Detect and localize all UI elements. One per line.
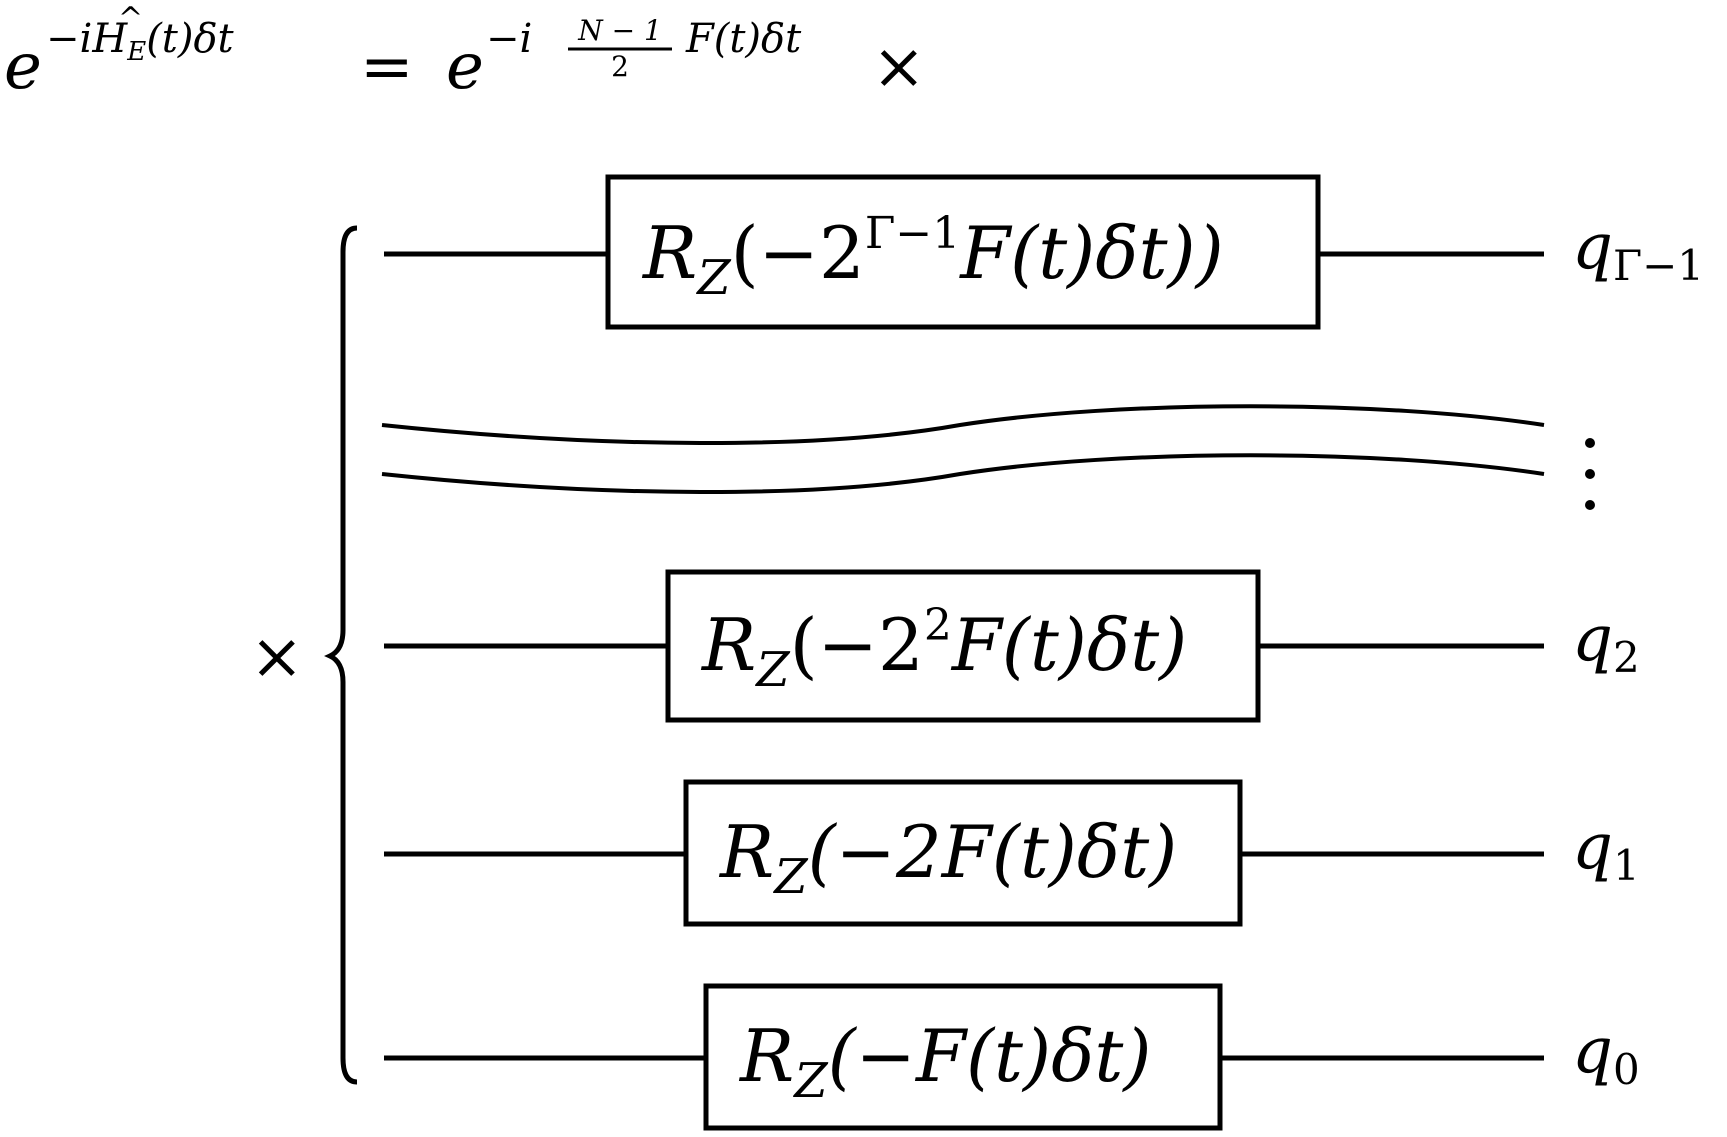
- gate-label: RZ(−2Γ−1F(t)δt)): [641, 208, 1224, 306]
- rhs-frac-den: 2: [611, 50, 629, 83]
- lhs-exp-H: H: [91, 16, 128, 62]
- ellipsis-dot: [1585, 500, 1595, 510]
- rhs-exp-prefix: −i: [486, 16, 532, 62]
- rhs-base: e: [446, 30, 484, 104]
- qubit-row-1: RZ(−2F(t)δt) q1: [384, 779, 1640, 927]
- left-brace: [324, 225, 358, 1085]
- svg-text:−iHE(t)δt: −iHE(t)δt: [46, 16, 235, 67]
- wavy-wire-upper: [381, 404, 1545, 446]
- lhs-exp-prefix: −i: [46, 16, 92, 62]
- gate-label: RZ(−F(t)δt): [738, 1014, 1151, 1109]
- times-sign-left: ×: [250, 620, 304, 694]
- lhs-exp-suffix: (t)δt: [146, 16, 234, 62]
- qubit-row-gamma-minus-1: RZ(−2Γ−1F(t)δt)) qΓ−1: [384, 174, 1704, 330]
- qubit-label: qΓ−1: [1572, 210, 1704, 290]
- lhs-hat: ^: [118, 1, 143, 36]
- rhs-exp-suffix: F(t)δt: [685, 16, 802, 62]
- qubit-row-0: RZ(−F(t)δt) q0: [384, 983, 1640, 1131]
- lhs-exp-sub: E: [126, 37, 146, 67]
- omitted-wires: [381, 404, 1595, 510]
- gate-label: RZ(−2F(t)δt): [718, 810, 1177, 905]
- rz-gate-box: [665, 569, 1261, 723]
- qubit-label: q0: [1572, 1014, 1640, 1094]
- times-sign-top: ×: [872, 30, 926, 104]
- rz-gate-box: [605, 174, 1321, 330]
- gate-label: RZ(−22F(t)δt): [700, 600, 1187, 698]
- lhs-base: e: [4, 30, 42, 104]
- qubit-row-2: RZ(−22F(t)δt) q2: [384, 569, 1640, 723]
- equation-header: e −iHE(t)δt ^ = e −i N − 1 2 F(t)δt ×: [4, 1, 926, 104]
- wavy-wire-lower: [381, 453, 1545, 495]
- rhs-frac-num: N − 1: [577, 14, 662, 47]
- qubit-label: q1: [1572, 810, 1640, 890]
- qubit-label: q2: [1572, 602, 1640, 682]
- ellipsis-dot: [1585, 438, 1595, 448]
- ellipsis-dot: [1585, 469, 1595, 479]
- rz-gate-box: [703, 983, 1223, 1131]
- rz-gate-box: [683, 779, 1243, 927]
- equals-sign: =: [360, 30, 414, 104]
